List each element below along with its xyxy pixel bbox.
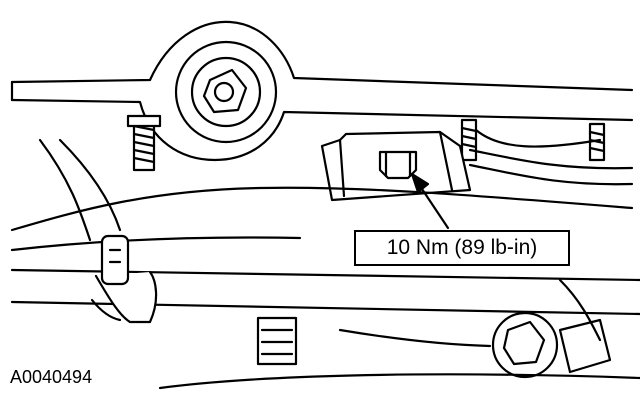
torque-callout: 10 Nm (89 lb-in) bbox=[354, 230, 570, 266]
tube-lines bbox=[468, 128, 634, 186]
hose-clamp bbox=[90, 234, 158, 324]
bottom-frame bbox=[158, 328, 640, 390]
lower-right-bolt bbox=[491, 311, 612, 379]
torque-nut bbox=[378, 150, 418, 180]
mounting-boss bbox=[174, 40, 278, 144]
leader-arrow bbox=[410, 172, 450, 230]
torque-callout-text: 10 Nm (89 lb-in) bbox=[386, 236, 538, 259]
right-studs bbox=[460, 118, 606, 162]
lower-bolt bbox=[256, 316, 298, 366]
figure-id: A0040494 bbox=[10, 367, 93, 387]
upper-crossmember bbox=[10, 20, 634, 162]
left-stud bbox=[126, 114, 162, 172]
lower-arm bbox=[10, 138, 634, 252]
